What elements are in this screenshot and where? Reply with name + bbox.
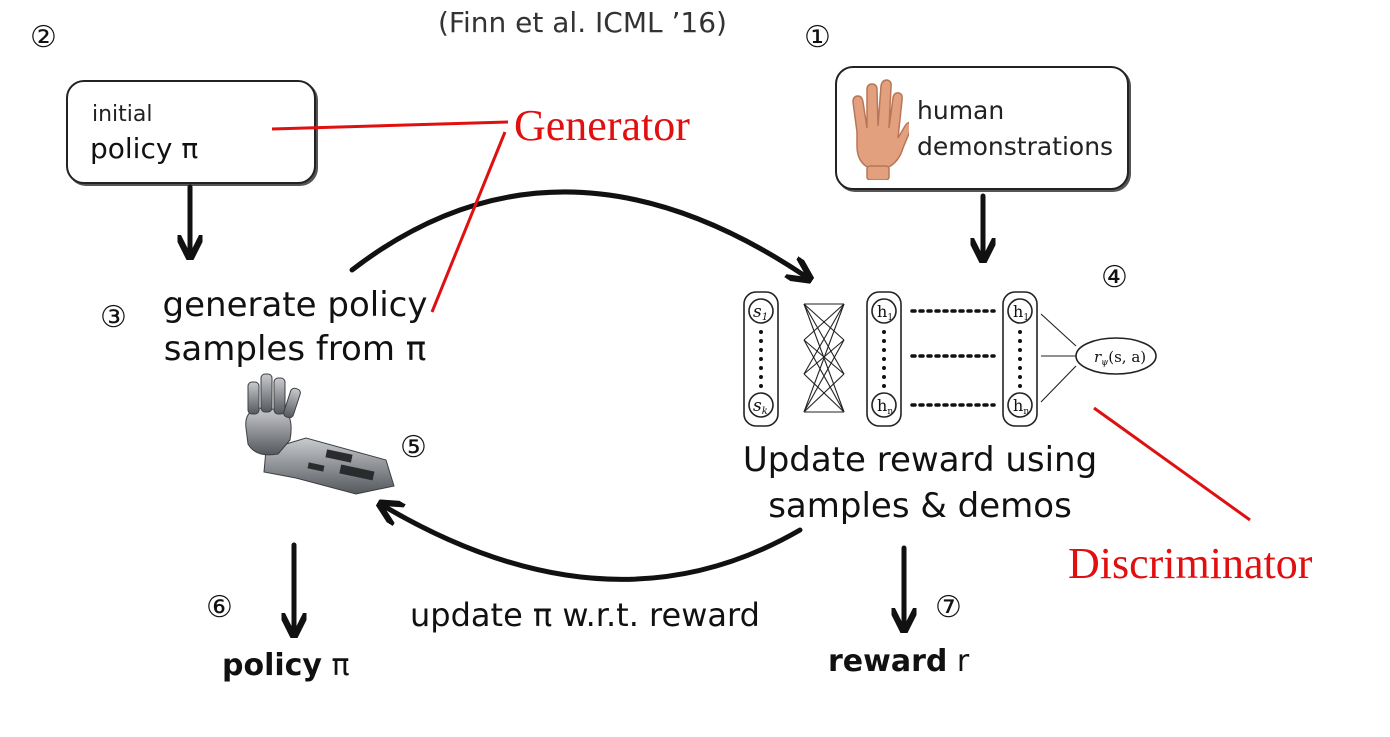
hidden-1-node-top — [871, 298, 897, 324]
layer-ellipsis-connections — [910, 309, 996, 407]
citation: (Finn et al. ICML ’16) — [438, 6, 727, 39]
hidden-1-top-text: h1 — [877, 302, 893, 323]
generator-line-to-samples — [430, 131, 507, 313]
update-policy-text: update π w.r.t. reward — [410, 596, 760, 634]
step-number-4: ④ — [1101, 260, 1128, 295]
step-number-5: ⑤ — [400, 430, 427, 465]
generate-samples-text: generate policy samples from π — [150, 285, 440, 369]
generate-samples-line-2: samples from π — [163, 329, 427, 369]
generate-samples-line-1: generate policy — [162, 285, 428, 325]
reward-network-diagram: s1 sk rψ(s, a) h1 hn h1 hn — [732, 284, 1162, 434]
demonstrations-label-1: human — [917, 96, 1005, 125]
hidden-layer-2-frame — [1002, 291, 1038, 427]
hand-icon — [843, 76, 914, 184]
reward-output-label: reward r — [828, 644, 969, 679]
initial-policy-label-1: initial — [92, 102, 153, 127]
input-top-text: s1 — [753, 302, 768, 323]
hidden-1-layer-dots — [882, 330, 886, 388]
update-reward-text: Update reward using samples & demos — [730, 440, 1110, 526]
hidden-2-layer-dots — [1018, 330, 1022, 388]
step-number-1: ① — [804, 20, 831, 55]
input-layer-frame — [743, 291, 779, 427]
input-node-bottom — [748, 392, 774, 418]
initial-policy-box: initial policy π — [66, 80, 316, 184]
arrow-samples-to-network — [349, 189, 808, 278]
robot-arm-icon — [236, 368, 398, 504]
step-number-2: ② — [30, 20, 57, 55]
hidden-2-node-bottom — [1007, 392, 1033, 418]
hidden-2-bottom-text: hn — [1013, 396, 1029, 417]
update-reward-line-1: Update reward using — [742, 440, 1098, 480]
input-layer-dots — [759, 330, 763, 388]
hidden-1-bottom-text: hn — [877, 396, 893, 417]
hidden-1-node-bottom — [871, 392, 897, 418]
input-bottom-text: sk — [753, 396, 768, 417]
update-reward-line-2: samples & demos — [768, 486, 1072, 526]
network-svg: s1 sk rψ(s, a) h1 hn h1 hn — [743, 291, 1157, 427]
reward-output-bold: reward — [828, 644, 948, 679]
hidden-layer-1-frame — [866, 291, 902, 427]
generator-line-to-policy — [271, 120, 509, 131]
dense-connections — [803, 303, 1077, 413]
step-number-7: ⑦ — [935, 590, 962, 625]
output-text: rψ(s, a) — [1094, 348, 1146, 368]
initial-policy-label-2: policy π — [90, 132, 199, 165]
reward-output-symbol: r — [947, 644, 970, 679]
policy-output-bold: policy — [222, 648, 322, 683]
policy-output-symbol: π — [322, 648, 350, 683]
policy-output-label: policy π — [222, 648, 350, 683]
input-node-top — [748, 298, 774, 324]
generator-label: Generator — [514, 101, 690, 150]
hidden-2-node-top — [1007, 298, 1033, 324]
step-number-3: ③ — [100, 300, 127, 335]
discriminator-label: Discriminator — [1068, 539, 1313, 588]
demonstrations-label-2: demonstrations — [917, 132, 1114, 161]
arrow-update-policy — [382, 505, 803, 582]
discriminator-line — [1093, 406, 1251, 522]
human-demonstrations-box: human demonstrations — [835, 66, 1129, 190]
hidden-2-top-text: h1 — [1013, 302, 1029, 323]
step-number-6: ⑥ — [206, 590, 233, 625]
